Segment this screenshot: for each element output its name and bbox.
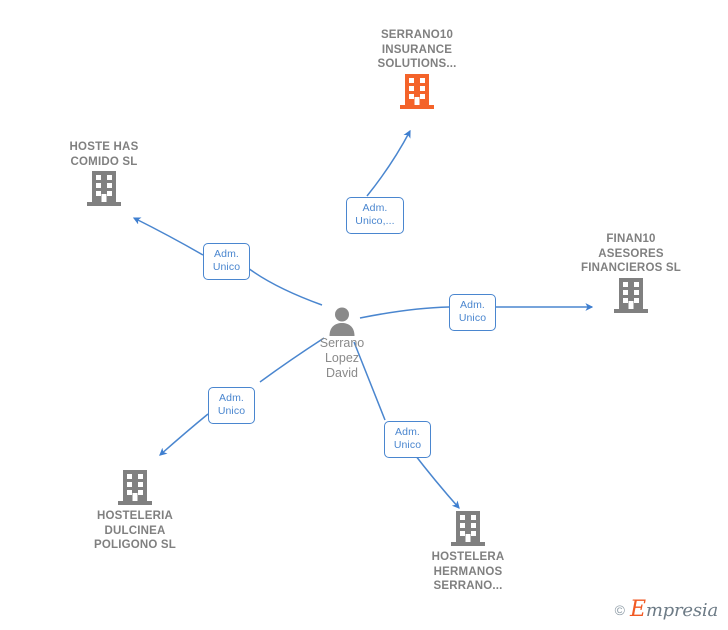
node-person-serrano-lopez-david[interactable]: Serrano Lopez David (272, 306, 412, 381)
node-label-person: Serrano Lopez David (319, 336, 365, 380)
building-icon (398, 509, 538, 547)
empresia-logo: Empresia (630, 597, 718, 622)
edge-label-dulcinea[interactable]: Adm. Unico (208, 387, 255, 424)
node-dulcinea[interactable]: HOSTELERIA DULCINEA POLIGONO SL (65, 468, 205, 553)
building-icon (34, 169, 174, 207)
building-icon (65, 468, 205, 506)
person-icon (272, 306, 412, 336)
node-hostehas[interactable]: HOSTE HAS COMIDO SL (34, 140, 174, 207)
edge-label-hostehas[interactable]: Adm. Unico (203, 243, 250, 280)
empresia-logo-text: mpresia (645, 600, 718, 621)
edge-line-dulcinea-head (159, 413, 209, 456)
building-icon (561, 276, 701, 314)
node-label-hostehas: HOSTE HAS COMIDO SL (69, 141, 139, 168)
edge-line-serrano10 (366, 129, 411, 197)
node-label-finan10: FINAN10 ASESORES FINANCIEROS SL (581, 233, 681, 274)
copyright-symbol: © (614, 601, 625, 618)
empresia-watermark: © Empresia (614, 597, 719, 622)
edge-line-hermanos-head (411, 450, 460, 509)
empresia-logo-initial: E (629, 597, 646, 622)
building-icon (347, 72, 487, 110)
node-serrano10[interactable]: SERRANO10 INSURANCE SOLUTIONS... (347, 28, 487, 110)
edge-label-finan10[interactable]: Adm. Unico (449, 294, 496, 331)
node-label-hermanos: HOSTELERA HERMANOS SERRANO... (431, 551, 505, 592)
node-hermanos[interactable]: HOSTELERA HERMANOS SERRANO... (398, 509, 538, 594)
edge-line-hostehas (247, 267, 323, 306)
edge-label-hermanos[interactable]: Adm. Unico (384, 421, 431, 458)
node-label-serrano10: SERRANO10 INSURANCE SOLUTIONS... (377, 29, 457, 70)
node-finan10[interactable]: FINAN10 ASESORES FINANCIEROS SL (561, 232, 701, 314)
node-label-dulcinea: HOSTELERIA DULCINEA POLIGONO SL (93, 510, 177, 551)
edge-label-serrano10[interactable]: Adm. Unico,... (346, 197, 404, 234)
edge-line-hostehas-head (132, 217, 204, 256)
